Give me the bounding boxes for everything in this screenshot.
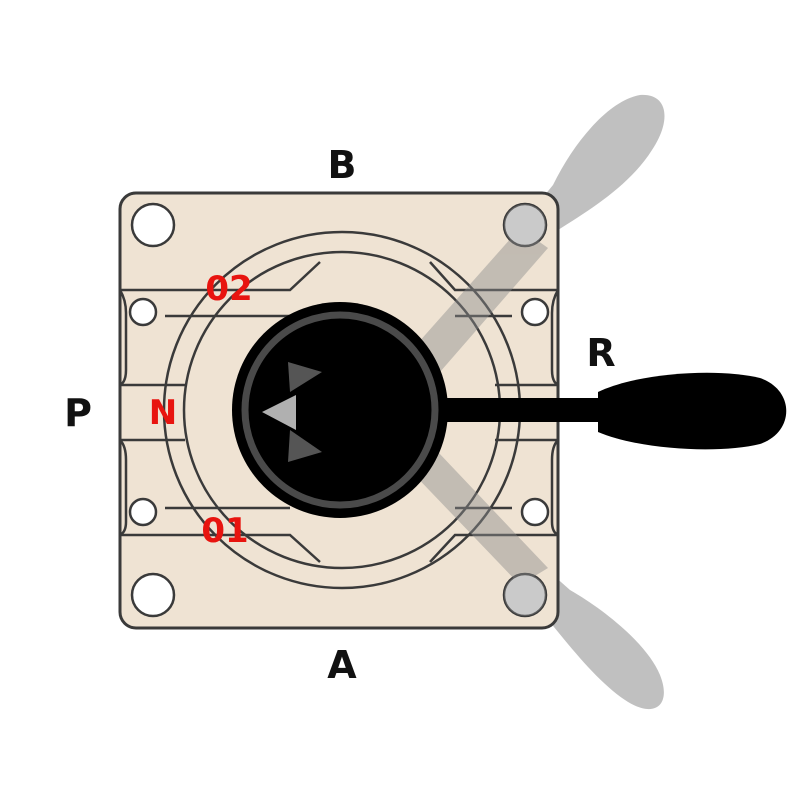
position-label-02: 02 — [205, 269, 252, 309]
bolt-hole-upper-right — [520, 297, 550, 327]
slot-band-lower-left — [120, 438, 321, 563]
triangle-arrow-icon — [262, 362, 322, 462]
ghost-overlay-upper — [410, 204, 548, 372]
rotary-knob[interactable] — [232, 302, 448, 518]
ghost-overlay-lower — [408, 452, 548, 616]
mounting-hole-top-left — [130, 202, 176, 248]
mounting-hole-bottom-right — [502, 572, 548, 618]
bolt-hole-lower-left — [128, 497, 158, 527]
bolt-hole-upper-left — [128, 297, 158, 327]
mounting-hole-bottom-left — [130, 572, 176, 618]
slot-band-upper-right — [429, 261, 558, 387]
port-label-a: A — [327, 643, 357, 687]
port-label-b: B — [328, 143, 357, 187]
lever-handle[interactable] — [420, 372, 787, 450]
position-label-01: 01 — [201, 511, 248, 551]
bolt-hole-lower-right — [520, 497, 550, 527]
port-label-r: R — [586, 331, 615, 375]
position-label-n: N — [149, 393, 177, 433]
port-label-p: P — [64, 391, 92, 435]
mounting-hole-top-right — [502, 202, 548, 248]
right-edge-notch — [550, 289, 560, 537]
left-edge-notch — [118, 289, 128, 537]
slot-band-upper-left — [120, 261, 321, 387]
